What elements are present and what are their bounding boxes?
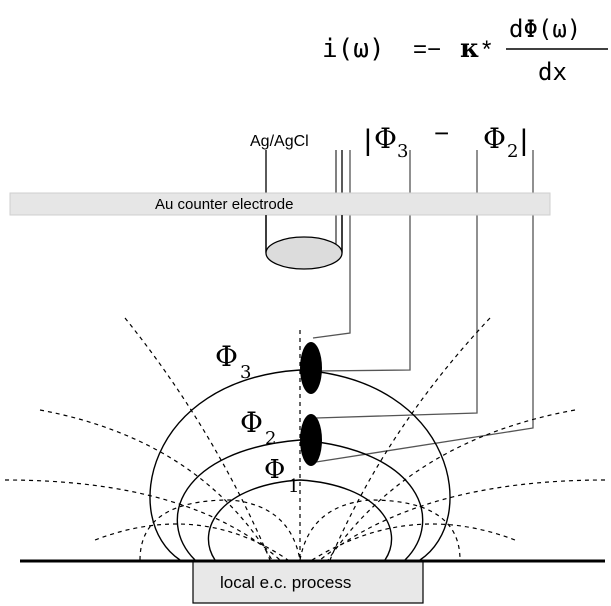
phi1-label: Φ 1: [264, 455, 299, 497]
field-line-7: [327, 409, 576, 561]
probe-tip-upper: [300, 342, 322, 394]
field-line-3: [4, 479, 281, 561]
diff-phi2-sub: 2: [507, 141, 518, 162]
diff-phi2: Φ: [483, 122, 506, 155]
diff-bar-left: |: [364, 124, 372, 157]
diff-phi3: Φ: [374, 122, 397, 155]
counter-electrode-label: Au counter electrode: [155, 196, 293, 213]
phi3-symbol: Φ: [215, 340, 238, 373]
phi1-sub: 1: [288, 476, 299, 497]
equation-equals-minus: =−: [413, 36, 441, 63]
field-line-2: [39, 409, 273, 561]
phi2-sub: 2: [265, 428, 276, 449]
probe-tip-lower: [300, 414, 322, 466]
equipotential-phi3-curve: [149, 369, 451, 561]
counter-electrode-band: [9, 192, 551, 216]
diff-bar-right: |: [520, 124, 528, 157]
field-line-9: [311, 523, 516, 561]
phi2-label: Φ 2: [240, 406, 276, 449]
equation-lhs: i(ω): [322, 34, 385, 64]
phi2-symbol: Φ: [240, 406, 263, 439]
diff-minus: −: [434, 118, 449, 148]
field-arc-left: [139, 499, 301, 561]
equation-kappa: κ: [460, 34, 480, 64]
equation-numerator: dΦ(ω): [509, 15, 581, 43]
diff-phi3-sub: 3: [397, 141, 408, 162]
potential-difference-label: | Φ 3 − Φ 2 |: [364, 118, 528, 162]
field-line-4: [94, 523, 289, 561]
reference-electrode-label: Ag/AgCl: [250, 133, 309, 150]
field-line-1: [124, 317, 271, 561]
phi3-sub: 3: [240, 362, 251, 383]
reference-electrode-frit: [265, 236, 343, 270]
wire-lower-ref: [315, 150, 478, 419]
phi1-symbol: Φ: [264, 455, 285, 485]
process-label: local e.c. process: [220, 573, 351, 592]
wire-upper-phi3: [315, 150, 411, 372]
equation: i(ω) =− κ * dΦ(ω) dx: [322, 15, 608, 86]
field-lines: [4, 317, 606, 561]
phi3-label: Φ 3: [215, 340, 251, 383]
field-arc-right: [299, 499, 461, 561]
equation-star: *: [482, 36, 491, 63]
wire-lower-phi2: [315, 150, 534, 463]
equation-denominator: dx: [538, 58, 567, 86]
equipotential-phi1-curve: [207, 479, 393, 561]
